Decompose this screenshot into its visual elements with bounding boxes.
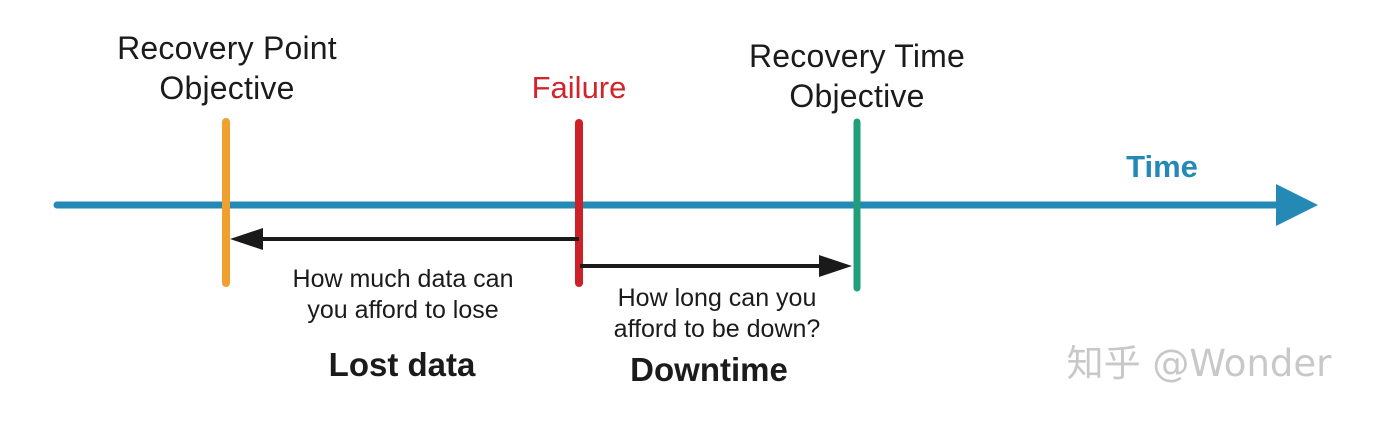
watermark-text: 知乎 @Wonder <box>1066 342 1332 385</box>
lost-data-arrowhead-icon <box>230 228 263 250</box>
rpo-label-line2: Objective <box>159 70 295 106</box>
timeline-arrowhead-icon <box>1276 184 1318 226</box>
rto-label-line1: Recovery Time <box>749 38 965 74</box>
rto-label-line2: Objective <box>789 78 925 114</box>
rto-label: Recovery Time Objective <box>749 36 965 116</box>
downtime-arrow <box>580 255 852 277</box>
time-axis-label: Time <box>1126 149 1198 184</box>
lost-data-question-line2: you afford to lose <box>307 296 499 324</box>
lost-data-question-line1: How much data can <box>292 265 514 293</box>
rpo-label-line1: Recovery Point <box>117 30 337 66</box>
downtime-question-line1: How long can you <box>617 284 817 312</box>
lost-data-label: Lost data <box>328 346 476 383</box>
lost-data-question: How much data can you afford to lose <box>293 264 514 326</box>
rpo-label: Recovery Point Objective <box>117 28 337 108</box>
failure-label: Failure <box>531 70 627 105</box>
lost-data-arrow <box>230 228 579 250</box>
downtime-question: How long can you afford to be down? <box>614 283 821 345</box>
downtime-question-line2: afford to be down? <box>613 315 821 343</box>
downtime-arrowhead-icon <box>819 255 852 277</box>
downtime-label: Downtime <box>630 351 788 388</box>
